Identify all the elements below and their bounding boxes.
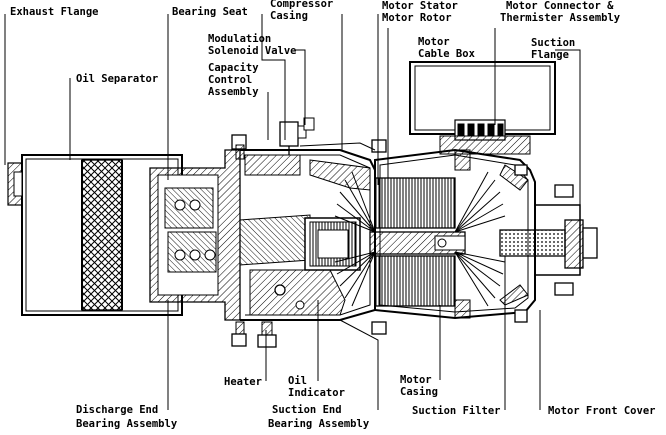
label-modulation: Modulation: [208, 33, 271, 45]
label-oil: Oil: [288, 375, 307, 387]
label-suction: Suction: [531, 37, 575, 49]
label-assembly: Assembly: [208, 86, 259, 98]
exhaust-flange: [7, 162, 23, 206]
label-heater: Heater: [224, 376, 262, 388]
label-suction-filter: Suction Filter: [412, 405, 501, 417]
callout-labels: Exhaust Flange Bearing Seat Compressor C…: [10, 0, 655, 430]
label-discharge-end: Discharge End: [76, 404, 158, 416]
label-oil-separator: Oil Separator: [76, 73, 158, 85]
label-compressor: Compressor: [270, 0, 333, 10]
label-discharge-bearing-assembly: Bearing Assembly: [76, 418, 178, 430]
label-motor-stator: Motor Stator: [382, 0, 458, 12]
label-thermister-assembly: Thermister Assembly: [500, 12, 621, 24]
label-exhaust-flange: Exhaust Flange: [10, 6, 99, 18]
label-motor-casing-1: Motor: [400, 374, 432, 386]
suction-end: [499, 164, 598, 323]
label-indicator: Indicator: [288, 387, 345, 399]
oil-separator-shell: [21, 154, 183, 316]
label-capacity: Capacity: [208, 62, 259, 74]
compressor-casing: [239, 139, 387, 348]
label-motor-front-cover: Motor Front Cover: [548, 405, 655, 417]
label-bearing-seat: Bearing Seat: [172, 6, 248, 18]
label-motor-rotor: Motor Rotor: [382, 12, 452, 24]
label-suction-bearing-assembly: Bearing Assembly: [268, 418, 370, 430]
label-motor: Motor: [418, 36, 450, 48]
leader-lines: [4, 14, 581, 410]
label-motor-casing-2: Casing: [400, 386, 438, 398]
label-cable-box: Cable Box: [418, 48, 476, 60]
motor-cable-box: [409, 61, 556, 155]
label-motor-connector: Motor Connector &: [506, 0, 614, 12]
label-suction-end: Suction End: [272, 404, 342, 416]
label-control: Control: [208, 74, 252, 86]
label-casing: Casing: [270, 10, 308, 22]
capacity-control-assembly: [304, 217, 361, 271]
discharge-end-housing: [149, 134, 247, 347]
label-solenoid-valve: Solenoid Valve: [208, 45, 297, 57]
label-flange: Flange: [531, 49, 569, 61]
motor-assembly: [334, 148, 536, 320]
